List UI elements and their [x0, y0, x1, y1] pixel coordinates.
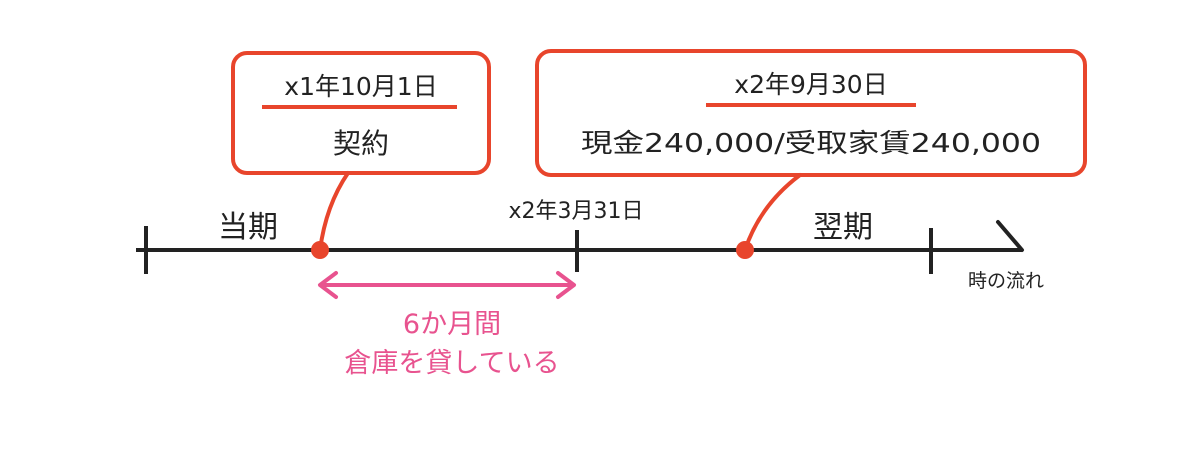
payment-callout: x2年9月30日 現金240,000/受取家賃240,000: [535, 49, 1087, 252]
timeline-axis: [136, 220, 1024, 274]
payment-date: x2年9月30日: [734, 70, 887, 99]
contract-callout-box: [231, 51, 491, 175]
span-arrow-left-head: [318, 271, 338, 299]
rental-span-arrow: [318, 271, 576, 299]
contract-pointer: [318, 171, 350, 252]
time-flow-label: 時の流れ: [968, 270, 1044, 292]
payment-callout-box: [535, 49, 1087, 177]
span-duration-label: 6か月間: [403, 309, 501, 340]
fiscal-end-label: x2年3月31日: [508, 199, 643, 224]
contract-event: 契約: [333, 127, 389, 160]
timeline-arrow-head: [996, 220, 1024, 252]
contract-callout: x1年10月1日 契約: [231, 51, 491, 252]
payment-entry: 現金240,000/受取家賃240,000: [581, 129, 1041, 159]
span-arrow-right-head: [556, 271, 576, 299]
span-description-label: 倉庫を貸している: [344, 348, 559, 379]
payment-pointer: [743, 173, 802, 252]
contract-date: x1年10月1日: [284, 72, 437, 101]
payment-dot: [736, 241, 754, 259]
next-period-label: 翌期: [813, 210, 873, 245]
current-period-label: 当期: [218, 210, 278, 245]
contract-dot: [311, 241, 329, 259]
